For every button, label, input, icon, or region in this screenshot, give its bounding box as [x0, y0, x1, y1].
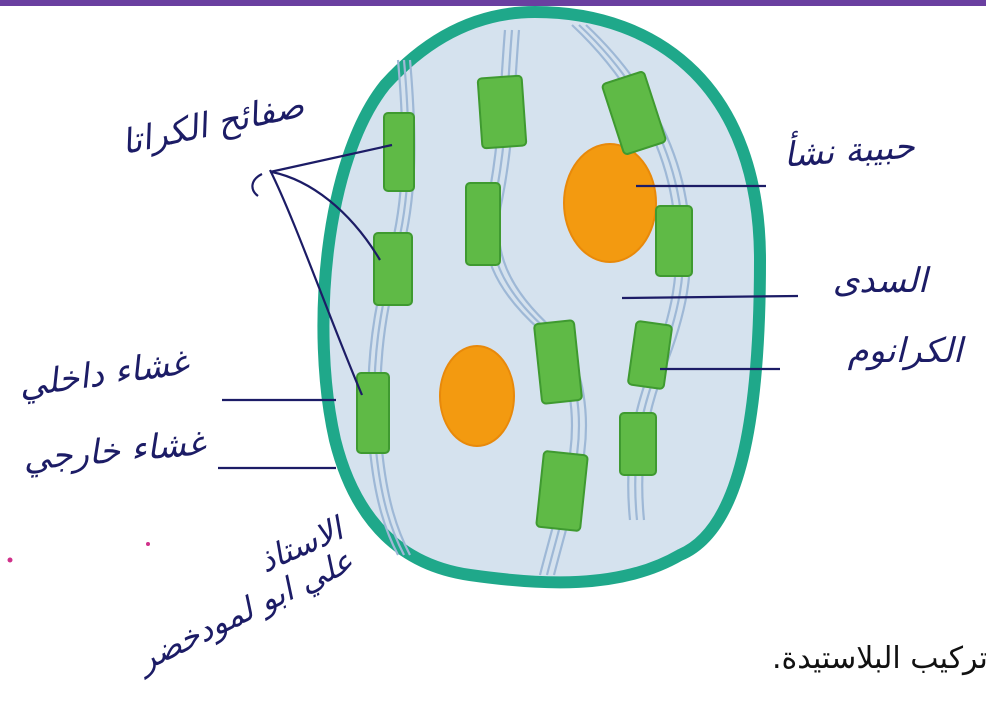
- diagram-caption: تركيب البلاستيدة.: [772, 641, 986, 676]
- starch-grain: [440, 346, 514, 446]
- granum: [656, 206, 692, 276]
- label-outer-membrane: غشاء خارجي: [21, 423, 208, 479]
- granum: [628, 321, 673, 389]
- label-granum: الكرانوم: [848, 331, 966, 371]
- stray-dot: [146, 542, 150, 546]
- starch-grain: [564, 144, 656, 262]
- signature-line2: علي ابو لمودخضر: [128, 541, 360, 680]
- granum: [374, 233, 412, 305]
- granum: [478, 76, 527, 149]
- stray-dot: [8, 558, 13, 563]
- granum: [466, 183, 500, 265]
- granum: [536, 451, 588, 531]
- granum: [620, 413, 656, 475]
- label-grana-plates: صفائح الكراتا: [118, 85, 308, 163]
- granum: [357, 373, 389, 453]
- label-starch-grain: حبيبة نشأ: [782, 122, 917, 175]
- label-stroma: السدى: [833, 261, 931, 301]
- label-inner-membrane: غشاء داخلي: [16, 342, 193, 406]
- granum: [384, 113, 414, 191]
- granum: [534, 320, 582, 404]
